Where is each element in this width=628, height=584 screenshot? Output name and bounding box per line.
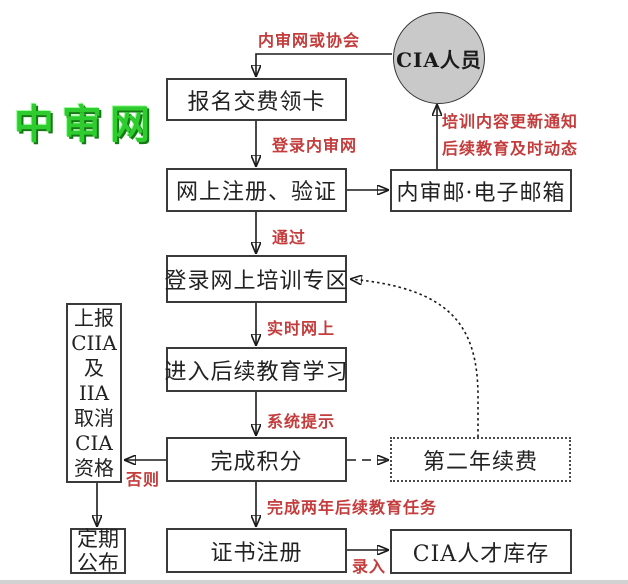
second-year-renewal-label: 第二年续费	[422, 449, 538, 475]
edge-label-pass: 通过	[272, 228, 307, 247]
node-certificate-registration: 证书注册	[166, 528, 347, 573]
edge-label-login-neishen-site: 登录内审网	[272, 136, 358, 155]
continuing-education-label: 进入后续教育学习	[164, 359, 349, 385]
cancel-line: CIA	[75, 430, 113, 455]
publish-line: 公布	[77, 551, 119, 575]
certificate-registration-label: 证书注册	[210, 540, 303, 566]
edge-label-notify-line2: 后续教育及时动态	[442, 139, 579, 158]
edge-label-notify-line1: 培训内容更新通知	[442, 112, 579, 131]
node-continuing-education: 进入后续教育学习	[164, 347, 349, 392]
arrow-circle-to-signup	[256, 53, 392, 77]
node-complete-credits: 完成积分	[166, 437, 347, 482]
signup-pay-card-label: 报名交费领卡	[187, 89, 326, 115]
complete-credits-label: 完成积分	[210, 449, 303, 475]
node-report-cancel-qualification: 上报 CIIA 及 IIA 取消 CIA 资格	[66, 303, 122, 483]
node-signup-pay-card: 报名交费领卡	[166, 78, 347, 121]
watermark-logo: 中审网	[14, 102, 158, 148]
edge-label-system-prompt: 系统提示	[267, 412, 336, 431]
arrow-renewal-to-training-dotted	[350, 279, 479, 437]
cia-person-label: CIA人员	[396, 47, 482, 72]
node-cia-talent-pool: CIA人才库存	[390, 529, 572, 574]
cancel-line: 取消	[74, 405, 114, 430]
cancel-line: 资格	[74, 455, 114, 480]
node-second-year-renewal: 第二年续费	[390, 437, 571, 482]
edge-label-entry: 录入	[352, 557, 387, 576]
node-cia-person-circle: CIA人员	[393, 12, 485, 104]
node-online-registration: 网上注册、验证	[166, 168, 347, 212]
edge-label-via-site-or-association: 内审网或协会	[258, 31, 361, 50]
online-registration-label: 网上注册、验证	[175, 180, 337, 205]
edge-label-realtime-online: 实时网上	[267, 319, 336, 338]
cancel-line: CIIA	[71, 330, 117, 355]
publish-line: 定期	[77, 527, 119, 551]
bottom-edge-strip	[0, 580, 628, 584]
cancel-line: 及	[84, 355, 104, 380]
login-training-zone-label: 登录网上培训专区	[164, 269, 349, 294]
edge-label-two-year-task: 完成两年后续教育任务	[267, 498, 438, 517]
cia-talent-pool-label: CIA人才库存	[412, 541, 550, 567]
cancel-line: IIA	[78, 380, 110, 405]
edge-label-otherwise: 否则	[126, 470, 161, 489]
node-email-box: 内审邮·电子邮箱	[390, 169, 572, 212]
cancel-line: 上报	[74, 305, 114, 330]
email-box-label: 内审邮·电子邮箱	[396, 180, 566, 206]
node-login-training-zone: 登录网上培训专区	[164, 255, 349, 303]
node-periodic-publish: 定期 公布	[70, 527, 126, 575]
